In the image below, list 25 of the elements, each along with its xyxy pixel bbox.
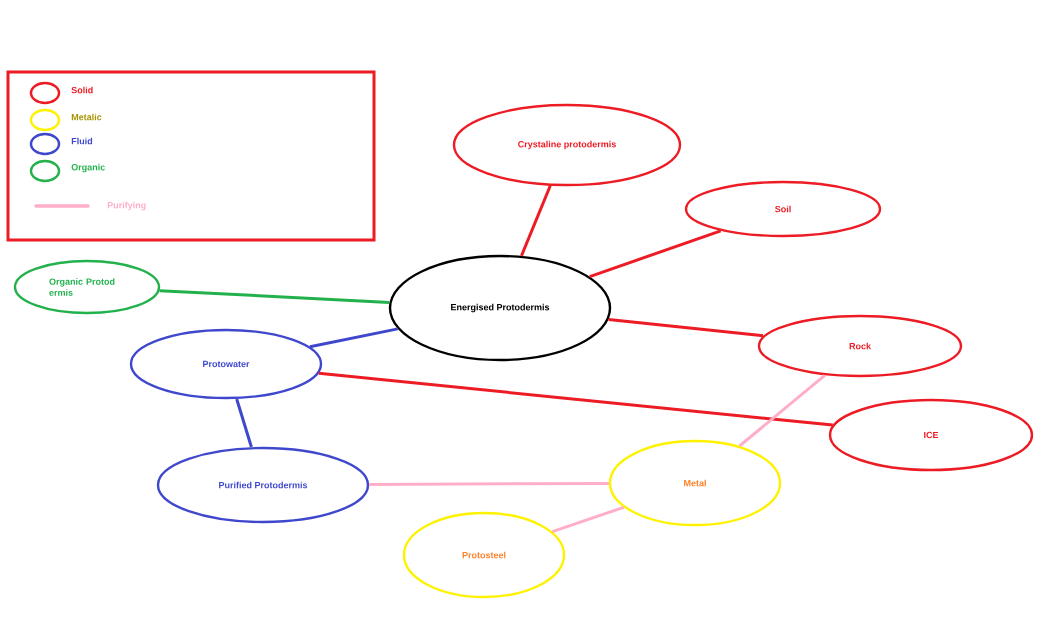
legend-label: Metalic [71,113,102,121]
legend-label: Solid [71,86,93,94]
connector-line [738,374,826,448]
connector-line [318,371,833,427]
connector-line [159,289,390,304]
legend-label: Organic [71,163,105,173]
ellipse-node: Soil [684,180,882,238]
legend-label: Fluid [71,137,93,145]
connector-line [520,185,552,257]
ellipse-node: Metal [608,439,782,527]
ellipse-node: ICE [828,398,1034,472]
ellipse-node: Rock [757,314,963,378]
connector-line [589,229,722,279]
connector-line [369,481,609,486]
connector-line [608,317,764,338]
connector-line [309,327,399,349]
ellipse-node: Purified Protodermis [156,446,370,524]
ellipse-node: Protowater [129,328,323,400]
ellipse-node: Crystaline protodermis [452,103,682,187]
legend-label: Purifying [107,201,146,211]
ellipse-node: Energised Protodermis [388,254,612,362]
ellipse-node: Protosteel [402,511,566,599]
ellipse-node: Organic Protod ermis [13,259,161,315]
connector-line [551,505,625,534]
connector-line [235,398,253,448]
